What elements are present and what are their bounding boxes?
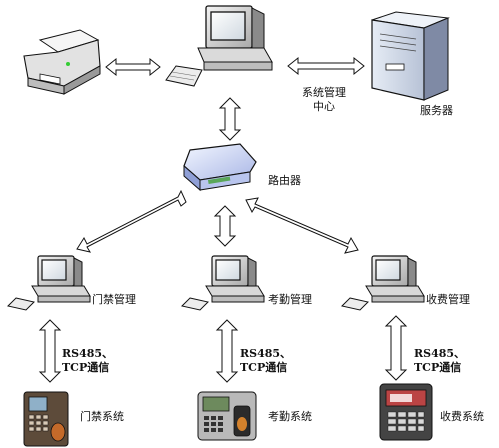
billing-link-label: RS485、 TCP通信: [414, 347, 465, 375]
link-center-server: [287, 56, 365, 76]
access-link-label: RS485、 TCP通信: [62, 347, 113, 375]
management-center-label: 系统管理 中心: [288, 86, 360, 114]
access-link-label-line2: TCP通信: [62, 361, 110, 374]
printer-icon: [23, 29, 101, 95]
router-label: 路由器: [268, 174, 301, 187]
link-router-billing: [245, 197, 359, 254]
link-billing-pc-device: [384, 315, 408, 381]
link-access-pc-device: [38, 319, 62, 383]
management-center-label-line2: 中心: [313, 100, 335, 113]
management-center-label-line1: 系统管理: [302, 86, 346, 99]
billing-terminal-icon: [379, 383, 433, 441]
server-label: 服务器: [420, 104, 453, 117]
attendance-link-label-line1: RS485、: [240, 347, 292, 360]
attendance-link-label-line2: TCP通信: [240, 361, 288, 374]
attendance-device-label: 考勤系统: [268, 410, 312, 423]
link-attendance-pc-device: [215, 319, 239, 383]
access-link-label-line1: RS485、: [62, 347, 114, 360]
billing-computer-icon: [341, 255, 425, 311]
link-printer-center: [105, 57, 161, 77]
management-center-computer-icon: [165, 5, 273, 87]
link-router-attendance: [213, 205, 237, 247]
access-control-pc-label: 门禁管理: [92, 293, 136, 306]
billing-device-label: 收费系统: [440, 410, 484, 423]
link-router-access: [76, 189, 187, 253]
router-icon: [183, 143, 257, 192]
link-center-router: [218, 97, 242, 141]
access-control-computer-icon: [7, 255, 91, 311]
access-control-terminal-icon: [23, 391, 69, 447]
billing-pc-label: 收费管理: [426, 293, 470, 306]
access-control-device-label: 门禁系统: [80, 410, 124, 423]
billing-link-label-line2: TCP通信: [414, 361, 462, 374]
server-icon: [371, 11, 450, 101]
attendance-computer-icon: [181, 255, 265, 311]
attendance-pc-label: 考勤管理: [268, 293, 312, 306]
billing-link-label-line1: RS485、: [414, 347, 466, 360]
attendance-link-label: RS485、 TCP通信: [240, 347, 291, 375]
attendance-terminal-icon: [197, 391, 257, 441]
